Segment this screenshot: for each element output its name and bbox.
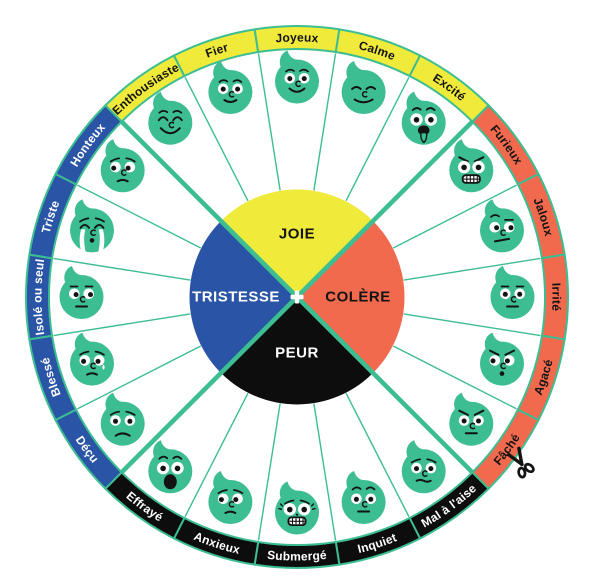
quadrant-divider-line [295,120,474,299]
spoke-line [403,257,541,281]
spoke-line [77,184,202,249]
quadrant-divider-line [120,120,299,299]
quadrant-divider-line [120,295,299,474]
face-joyeux-icon [275,50,319,104]
face-submerge-icon [275,481,319,535]
face-mal-a-laise-icon [401,440,446,494]
face-agace-icon [480,332,524,386]
spoke-line [345,77,410,202]
face-calme-icon [341,61,386,114]
face-furieux-icon [449,139,494,193]
spoke-line [313,403,337,541]
face-anxieux-icon [208,471,253,524]
face-excite-icon [401,91,446,145]
spoke-line [257,53,281,191]
core-label-tristesse: TRISTESSE [192,289,280,306]
face-irrite-icon [490,266,535,319]
ring-label-isole-ou-seul: Isolé ou seul [30,258,47,336]
core-label-joie: JOIE [279,226,315,243]
face-inquiet-icon [341,471,386,524]
spoke-line [77,345,202,410]
ring-label-fier: Fier [204,40,230,60]
core-quadrant-peur [220,297,374,405]
quadrant-divider-line [295,295,474,474]
center-plus-icon [290,290,304,304]
spoke-line [313,53,337,191]
core-label-colere: COLÈRE [325,289,391,306]
face-jaloux-icon [480,199,524,253]
spoke-line [53,257,191,281]
face-decu-icon [100,392,145,446]
spoke-line [184,77,249,202]
spoke-line [257,403,281,541]
core-quadrant-colere [297,220,405,374]
face-enthousiaste-icon [148,91,193,145]
ring-segment-joyeux [253,25,341,54]
face-fier-icon [208,61,253,114]
spoke-line [53,313,191,337]
face-fache-icon [449,392,494,446]
face-triste-icon [70,199,114,253]
face-effraye-icon [148,440,193,494]
face-blesse-icon [70,332,114,386]
ring-label-irrite: Irrité [549,282,563,311]
spoke-line [392,345,517,410]
scissors-icon [507,446,535,479]
spoke-line [403,313,541,337]
ring-label-submerge: Submergé [267,548,328,564]
face-isole-ou-seul-icon [59,266,104,319]
face-honteux-icon [100,139,145,193]
core-label-peur: PEUR [275,345,319,362]
ring-segment-honteux [54,104,123,186]
core-quadrant-joie [220,189,374,297]
core-quadrant-tristesse [189,220,297,374]
spoke-line [345,392,410,517]
spoke-line [184,392,249,517]
spoke-line [392,184,517,249]
